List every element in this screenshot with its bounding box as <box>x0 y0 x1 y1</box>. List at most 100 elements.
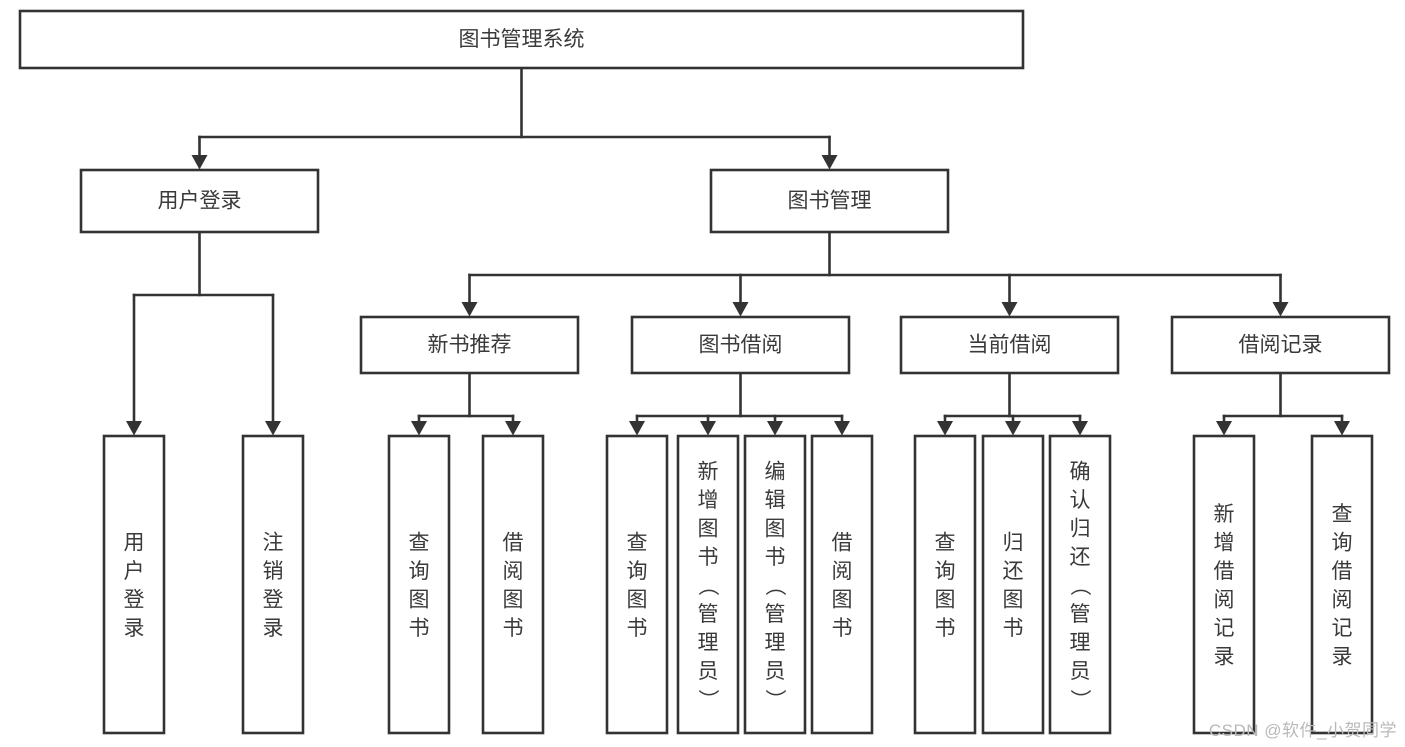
node-label-char: 注 <box>263 532 284 555</box>
node-box[interactable] <box>605 434 669 735</box>
node-label: 借阅记录 <box>1239 334 1323 357</box>
node-label-char: 借 <box>503 532 524 555</box>
node-label-char: 登 <box>124 589 145 612</box>
node-label-char: 询 <box>627 560 648 583</box>
edge-arrow-icon <box>732 302 749 317</box>
node-box[interactable] <box>810 434 874 735</box>
node-label-char: 录 <box>263 617 284 640</box>
node-label-char: 书 <box>698 546 719 569</box>
node-label-char: 归 <box>1070 517 1091 540</box>
tree-node-root[interactable]: 图书管理系统 <box>18 9 1025 70</box>
node-box[interactable] <box>743 434 807 735</box>
node-box[interactable] <box>709 168 950 234</box>
node-box[interactable] <box>481 434 545 735</box>
node-label: 新书推荐 <box>428 334 512 357</box>
node-label-char: 图 <box>503 589 524 612</box>
edge-arrow-icon <box>700 421 716 436</box>
node-label-char: 书 <box>935 617 956 640</box>
node-label-char: 增 <box>698 489 719 512</box>
tree-node-leaf-user-login[interactable]: 用户登录 <box>102 434 166 735</box>
node-box[interactable] <box>1192 434 1256 735</box>
node-label-char: 询 <box>409 560 430 583</box>
edge-arrow-icon <box>1272 302 1289 317</box>
node-label-char: 书 <box>832 617 853 640</box>
edge-arrow-icon <box>265 421 281 436</box>
node-label-char: 新 <box>1214 503 1235 526</box>
tree-node-user-login[interactable]: 用户登录 <box>79 168 320 234</box>
tree-node-new-book-rec[interactable]: 新书推荐 <box>359 315 580 375</box>
node-label-char: 录 <box>124 617 145 640</box>
node-label-char: 图 <box>409 589 430 612</box>
node-label-char: 新 <box>698 460 719 483</box>
node-label-char: 管 <box>698 603 719 626</box>
nodes-layer: 图书管理系统用户登录图书管理新书推荐图书借阅当前借阅借阅记录用户登录注销登录查询… <box>18 9 1391 735</box>
tree-node-current-borrow[interactable]: 当前借阅 <box>899 315 1120 375</box>
node-label-char: （ <box>763 575 786 596</box>
node-label-char: （ <box>1068 575 1091 596</box>
edge-arrow-icon <box>126 421 142 436</box>
node-label-char: 书 <box>409 617 430 640</box>
edge-arrow-icon <box>937 421 953 436</box>
node-box[interactable] <box>913 434 977 735</box>
edge-arrow-icon <box>821 155 838 170</box>
tree-node-book-borrow[interactable]: 图书借阅 <box>630 315 851 375</box>
edge-arrow-icon <box>1334 421 1350 436</box>
node-label-char: 销 <box>263 560 284 583</box>
node-box[interactable] <box>676 434 740 735</box>
node-label-char: 图 <box>935 589 956 612</box>
watermark-label: CSDN @软件_小贺同学 <box>1208 721 1397 740</box>
node-label-char: 查 <box>409 532 430 555</box>
edge-arrow-icon <box>1005 421 1021 436</box>
node-box[interactable] <box>1048 434 1112 735</box>
node-label-char: 编 <box>765 460 786 483</box>
edge-arrow-icon <box>629 421 645 436</box>
node-box[interactable] <box>899 315 1120 375</box>
node-label-char: 增 <box>1214 532 1235 555</box>
node-box[interactable] <box>359 315 580 375</box>
node-label-char: 管 <box>765 603 786 626</box>
node-label-char: 理 <box>1070 631 1091 654</box>
node-box[interactable] <box>387 434 451 735</box>
node-box[interactable] <box>241 434 305 735</box>
node-box[interactable] <box>630 315 851 375</box>
edge-arrow-icon <box>505 421 521 436</box>
node-box[interactable] <box>1310 434 1374 735</box>
node-label-char: 查 <box>935 532 956 555</box>
node-label: 图书借阅 <box>699 334 783 357</box>
node-label-char: 询 <box>935 560 956 583</box>
node-label-char: 阅 <box>832 560 853 583</box>
node-label-char: 归 <box>1003 532 1024 555</box>
node-label-char: 确 <box>1070 460 1091 483</box>
node-label-char: 理 <box>765 631 786 654</box>
node-box[interactable] <box>102 434 166 735</box>
tree-node-borrow-record[interactable]: 借阅记录 <box>1170 315 1391 375</box>
node-box[interactable] <box>981 434 1045 735</box>
node-label-char: 书 <box>1003 617 1024 640</box>
node-box[interactable] <box>79 168 320 234</box>
node-label: 图书管理系统 <box>459 28 585 51</box>
node-label-char: 查 <box>627 532 648 555</box>
node-label-char: 员 <box>698 660 719 683</box>
edge-arrow-icon <box>834 421 850 436</box>
node-label-char: 还 <box>1003 560 1024 583</box>
edge-arrow-icon <box>1001 302 1018 317</box>
node-label-char: 记 <box>1332 617 1353 640</box>
node-box[interactable] <box>18 9 1025 70</box>
node-label-char: 借 <box>1214 560 1235 583</box>
node-box[interactable] <box>1170 315 1391 375</box>
tree-node-book-manage[interactable]: 图书管理 <box>709 168 950 234</box>
node-label-char: 员 <box>1070 660 1091 683</box>
